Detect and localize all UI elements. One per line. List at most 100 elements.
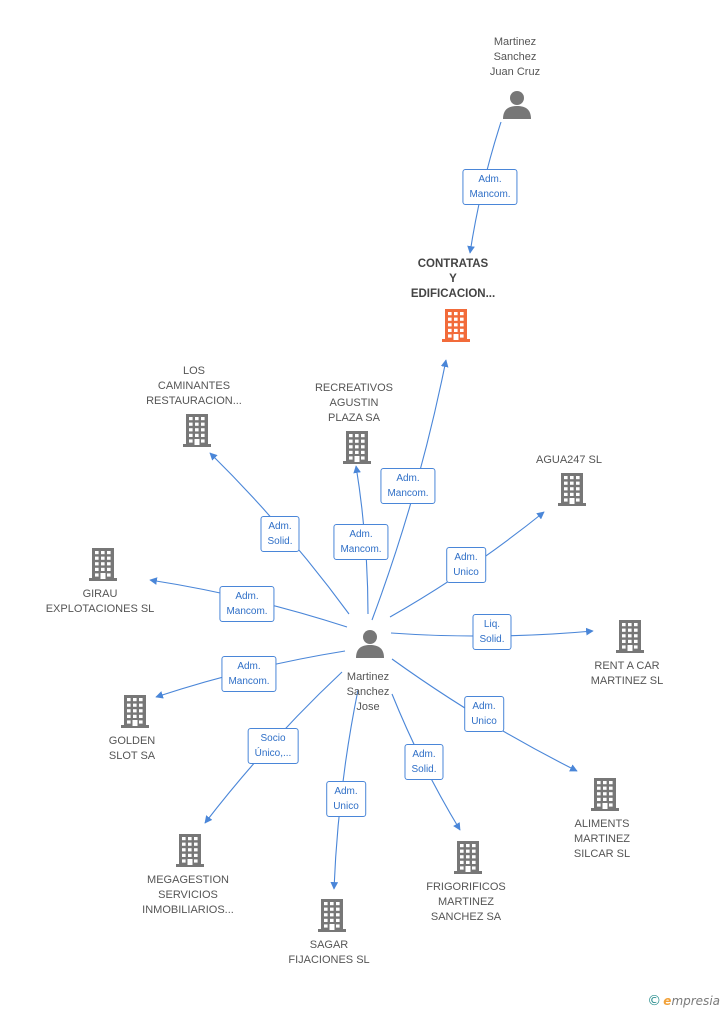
node-label-line: RESTAURACION... bbox=[146, 395, 242, 407]
building-icon[interactable] bbox=[174, 833, 206, 872]
edge-label-jose-to-aliments[interactable]: Adm. Unico bbox=[464, 696, 504, 732]
node-label[interactable]: GOLDEN SLOT SA bbox=[109, 734, 155, 764]
node-label-line: SLOT SA bbox=[108, 750, 156, 762]
node-label-line: RECREATIVOS bbox=[314, 382, 394, 394]
edge-label-line: Socio bbox=[260, 733, 286, 744]
node-label-line: FRIGORIFICOS bbox=[426, 881, 506, 893]
node-label-line: AGUSTIN bbox=[329, 397, 379, 409]
edge-label-line: Adm. bbox=[478, 174, 502, 185]
building-icon[interactable] bbox=[341, 430, 373, 469]
edge-label-line: Unico bbox=[471, 716, 497, 727]
building-icon[interactable] bbox=[452, 840, 484, 879]
person-icon[interactable] bbox=[355, 628, 385, 663]
edge-label-line: Adm. bbox=[454, 552, 478, 563]
edge-label-line: Único,... bbox=[254, 748, 292, 759]
node-label-line: Martinez bbox=[346, 671, 390, 683]
node-label[interactable]: RECREATIVOS AGUSTIN PLAZA SA bbox=[315, 381, 393, 426]
edge-label-line: Adm. bbox=[237, 661, 261, 672]
node-label-line: SILCAR SL bbox=[573, 848, 631, 860]
node-label-line: EDIFICACION... bbox=[410, 288, 496, 300]
edge-label-jose-to-caminantes[interactable]: Adm. Solid. bbox=[260, 516, 300, 552]
edge-label-line: Solid. bbox=[267, 536, 293, 547]
edge-label-line: Mancom. bbox=[469, 189, 511, 200]
building-icon[interactable] bbox=[556, 472, 588, 511]
node-label[interactable]: CONTRATAS Y EDIFICACION... bbox=[411, 257, 495, 302]
node-label-line: MEGAGESTION bbox=[147, 874, 229, 886]
edge-label-line: Adm. bbox=[396, 473, 420, 484]
building-icon[interactable] bbox=[87, 547, 119, 586]
node-label-line: FIJACIONES SL bbox=[288, 954, 370, 966]
edge-label-jose-to-sagar[interactable]: Adm. Unico bbox=[326, 781, 366, 817]
node-label[interactable]: ALIMENTS MARTINEZ SILCAR SL bbox=[574, 817, 630, 862]
node-label-line: Juan Cruz bbox=[489, 66, 541, 78]
node-label-line: MARTINEZ bbox=[437, 896, 495, 908]
building-icon[interactable] bbox=[589, 777, 621, 816]
edge-label-line: Adm. bbox=[472, 701, 496, 712]
edge-label-line: Adm. bbox=[235, 591, 259, 602]
node-label[interactable]: MEGAGESTION SERVICIOS INMOBILIARIOS... bbox=[142, 873, 234, 918]
node-label-line: SERVICIOS bbox=[158, 889, 218, 901]
edge-label-juancruz-to-contratas[interactable]: Adm. Mancom. bbox=[462, 169, 518, 205]
node-label-line: CONTRATAS bbox=[417, 258, 489, 270]
node-label[interactable]: RENT A CAR MARTINEZ SL bbox=[591, 659, 664, 689]
edge-label-line: Solid. bbox=[479, 634, 505, 645]
node-label-line: MARTINEZ bbox=[573, 833, 631, 845]
node-label[interactable]: LOS CAMINANTES RESTAURACION... bbox=[146, 364, 242, 409]
edge-label-line: Adm. bbox=[412, 749, 436, 760]
node-label-line: LOS bbox=[182, 365, 206, 377]
edge-label-jose-to-recreativos[interactable]: Adm. Mancom. bbox=[333, 524, 389, 560]
edge-label-line: Mancom. bbox=[387, 488, 429, 499]
node-label-line: Y bbox=[449, 273, 457, 285]
node-label-line: INMOBILIARIOS... bbox=[142, 904, 234, 916]
edge-label-line: Mancom. bbox=[228, 676, 270, 687]
node-label[interactable]: AGUA247 SL bbox=[536, 453, 602, 468]
edge-label-jose-to-agua247[interactable]: Adm. Unico bbox=[446, 547, 486, 583]
node-label-line: Martinez bbox=[493, 36, 537, 48]
building-icon[interactable] bbox=[119, 694, 151, 733]
node-label-line: EXPLOTACIONES SL bbox=[45, 603, 155, 615]
person-icon[interactable] bbox=[502, 89, 532, 124]
node-label-line: CAMINANTES bbox=[157, 380, 231, 392]
edge-label-jose-to-rentacar[interactable]: Liq. Solid. bbox=[472, 614, 512, 650]
brand-text: mpresia bbox=[671, 994, 720, 1008]
edge-label-jose-to-girau[interactable]: Adm. Mancom. bbox=[219, 586, 275, 622]
node-label[interactable]: FRIGORIFICOS MARTINEZ SANCHEZ SA bbox=[426, 880, 505, 925]
node-label-line: Sanchez bbox=[346, 686, 390, 698]
edge-label-line: Adm. bbox=[268, 521, 292, 532]
node-label-line: ALIMENTS bbox=[574, 818, 630, 830]
node-label-line: GIRAU bbox=[82, 588, 118, 600]
edge-label-jose-to-frigorificos[interactable]: Adm. Solid. bbox=[404, 744, 444, 780]
edge-label-line: Adm. bbox=[334, 786, 358, 797]
edge-label-line: Solid. bbox=[411, 764, 437, 775]
node-label-line: Jose bbox=[356, 701, 380, 713]
edge-label-line: Liq. bbox=[483, 619, 501, 630]
node-label-line: SAGAR bbox=[309, 939, 349, 951]
building-icon[interactable] bbox=[316, 898, 348, 937]
edge-label-line: Unico bbox=[333, 801, 359, 812]
node-label-line: Sanchez bbox=[493, 51, 537, 63]
edge-label-line: Unico bbox=[453, 567, 479, 578]
empresia-logo[interactable]: ©empresia bbox=[647, 993, 720, 1009]
building-icon[interactable] bbox=[440, 308, 472, 347]
edge-label-line: Adm. bbox=[349, 529, 373, 540]
node-label-line: PLAZA SA bbox=[328, 412, 380, 424]
brand-e: e bbox=[663, 994, 672, 1008]
copyright-icon: © bbox=[647, 993, 662, 1009]
node-label[interactable]: SAGAR FIJACIONES SL bbox=[288, 938, 369, 968]
node-label-line: GOLDEN bbox=[108, 735, 156, 747]
node-label-line: RENT A CAR bbox=[594, 660, 660, 672]
node-label[interactable]: GIRAU EXPLOTACIONES SL bbox=[46, 587, 155, 617]
edge-label-jose-to-contratas[interactable]: Adm. Mancom. bbox=[380, 468, 436, 504]
building-icon[interactable] bbox=[614, 619, 646, 658]
node-label-line: AGUA247 SL bbox=[535, 454, 603, 466]
node-label-line: MARTINEZ SL bbox=[590, 675, 664, 687]
edge-label-line: Mancom. bbox=[226, 606, 268, 617]
node-label-line: SANCHEZ SA bbox=[430, 911, 502, 923]
edge-label-line: Mancom. bbox=[340, 544, 382, 555]
building-icon[interactable] bbox=[181, 413, 213, 452]
edge-label-jose-to-golden[interactable]: Adm. Mancom. bbox=[221, 656, 277, 692]
